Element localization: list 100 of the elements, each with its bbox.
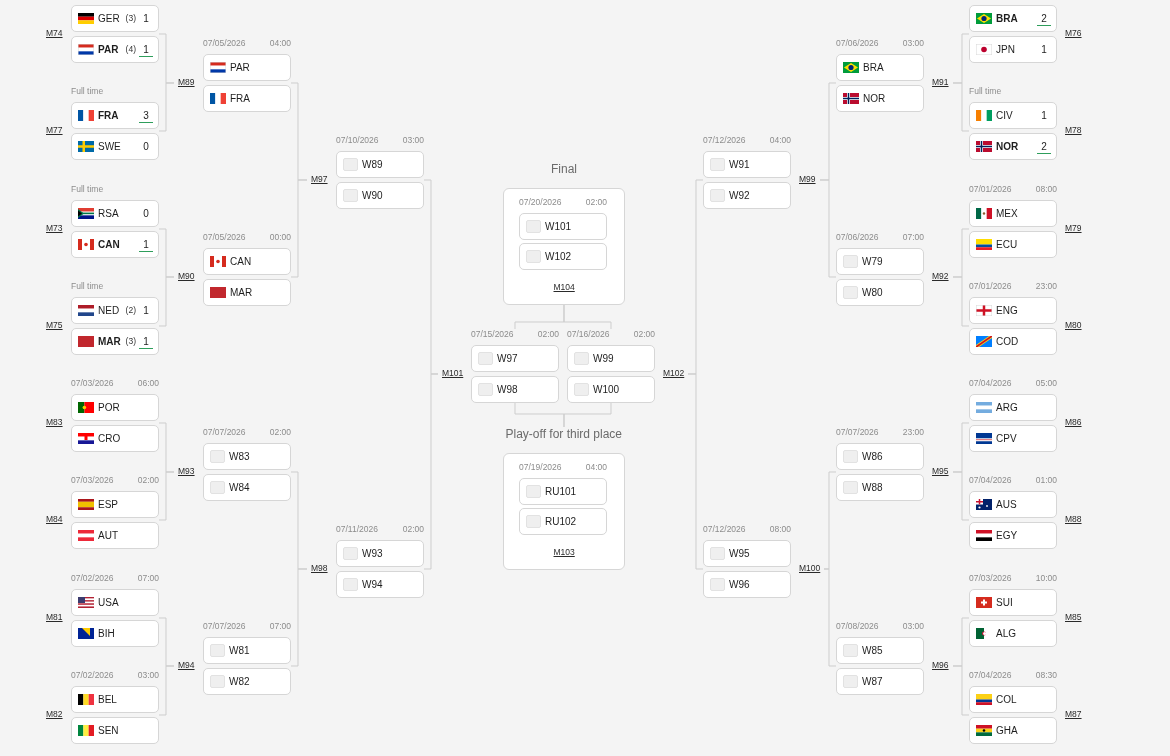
team-slot: [203, 668, 291, 695]
team-code: W100: [593, 383, 620, 396]
match-date: 07/04/2026: [969, 475, 1012, 486]
match-time: 04:00: [769, 135, 791, 146]
match-number: M82: [46, 709, 63, 720]
match-time: 08:00: [769, 524, 791, 535]
match-date: 07/03/2026: [71, 475, 114, 486]
team-code: MAR: [98, 335, 121, 348]
match-number: M85: [1065, 612, 1082, 623]
team-slot: [203, 248, 291, 275]
team-code: RU101: [545, 485, 577, 498]
match-status: Full time: [71, 281, 104, 292]
team-code: ENG: [996, 304, 1018, 317]
match-date: 07/11/2026: [336, 524, 378, 535]
team-slot: [71, 133, 159, 160]
score: 1: [142, 12, 150, 25]
score: 2: [1037, 139, 1051, 154]
team-slot: [203, 637, 291, 664]
team-code: W85: [862, 644, 883, 657]
bracket-line: [687, 373, 704, 570]
team-code: W98: [497, 383, 518, 396]
team-slot: [836, 443, 924, 470]
team-code: GER: [98, 12, 120, 25]
team-code: EGY: [996, 529, 1018, 542]
team-code: W90: [362, 189, 383, 202]
match-time: 07:00: [902, 232, 924, 243]
team-code: W97: [497, 352, 518, 365]
match-time: 02:00: [137, 475, 159, 486]
team-code: BEL: [98, 693, 117, 706]
match-number: M90: [178, 271, 195, 282]
team-slot: [567, 376, 655, 403]
score: 1: [1040, 109, 1048, 122]
team-code: W99: [593, 352, 614, 365]
team-slot: [969, 717, 1057, 744]
team-slot: [836, 54, 924, 81]
team-slot: [969, 5, 1057, 32]
team-code: CAN: [230, 255, 252, 268]
team-code: CIV: [996, 109, 1013, 122]
score: 1: [142, 304, 150, 317]
match-date: 07/06/2026: [836, 232, 879, 243]
match-number: M79: [1065, 223, 1082, 234]
team-code: W89: [362, 158, 383, 171]
team-code: W86: [862, 450, 883, 463]
team-code: W88: [862, 481, 883, 494]
match-date: 07/15/2026: [471, 329, 514, 340]
team-code: ECU: [996, 238, 1018, 251]
match-date: 07/02/2026: [71, 573, 114, 584]
match-time: 03:00: [137, 670, 159, 681]
team-slot: [969, 686, 1057, 713]
team-code: FRA: [230, 92, 250, 105]
match-time: 07:00: [269, 621, 291, 632]
match-time: 07:00: [137, 573, 159, 584]
match-number: M84: [46, 514, 63, 525]
team-code: BIH: [98, 627, 115, 640]
match-number: M103: [553, 547, 575, 558]
team-code: MAR: [230, 286, 253, 299]
match-date: 07/03/2026: [969, 573, 1012, 584]
team-slot: [71, 425, 159, 452]
team-code: CPV: [996, 432, 1017, 445]
team-slot: [71, 36, 159, 63]
match-date: 07/20/2026: [519, 197, 562, 208]
match-date: 07/04/2026: [969, 378, 1012, 389]
team-slot: [203, 443, 291, 470]
score: 2: [1037, 11, 1051, 26]
team-code: W83: [229, 450, 250, 463]
team-code: COL: [996, 693, 1017, 706]
bracket-line: [952, 82, 970, 132]
match-number: M101: [442, 368, 464, 379]
team-slot: [969, 297, 1057, 324]
match-status: Full time: [71, 86, 104, 97]
team-slot: [71, 589, 159, 616]
team-code: W96: [729, 578, 750, 591]
team-code: W94: [362, 578, 383, 591]
team-slot: [836, 474, 924, 501]
match-time: 06:00: [137, 378, 159, 389]
match-number: M89: [178, 77, 195, 88]
penalty-score: (3): [125, 13, 136, 24]
team-code: ARG: [996, 401, 1018, 414]
match-number: M102: [663, 368, 685, 379]
team-code: W93: [362, 547, 383, 560]
match-number: M93: [178, 466, 195, 477]
team-code: NED: [98, 304, 120, 317]
match-time: 05:00: [1035, 378, 1057, 389]
match-date: 07/06/2026: [836, 38, 879, 49]
team-slot: [969, 36, 1057, 63]
team-code: W82: [229, 675, 250, 688]
team-slot: [836, 279, 924, 306]
match-time: 03:00: [902, 621, 924, 632]
team-code: SEN: [98, 724, 119, 737]
team-slot: [71, 522, 159, 549]
match-number: M94: [178, 660, 195, 671]
team-code: SUI: [996, 596, 1013, 609]
match-number: M98: [311, 563, 328, 574]
team-code: POR: [98, 401, 120, 414]
team-code: BRA: [863, 61, 884, 74]
match-date: 07/02/2026: [71, 670, 114, 681]
team-slot: [969, 491, 1057, 518]
team-slot: [703, 182, 791, 209]
match-date: 07/05/2026: [203, 38, 246, 49]
team-slot: [71, 231, 159, 258]
